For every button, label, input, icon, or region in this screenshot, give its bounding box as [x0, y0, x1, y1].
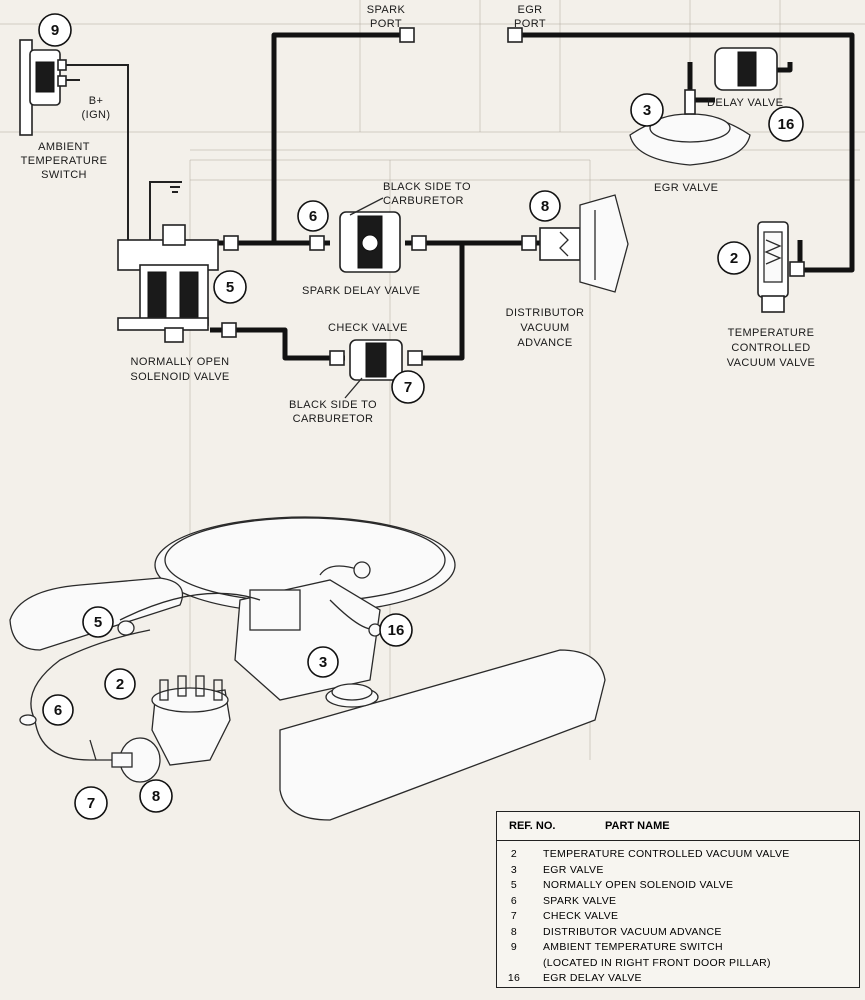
svg-text:VACUUM VALVE: VACUUM VALVE	[727, 357, 816, 369]
engine-callout-3: 3	[307, 646, 339, 678]
label-egr-port: EGR PORT	[514, 4, 546, 30]
label-black-side-bottom: BLACK SIDE TO CARBURETOR	[289, 377, 377, 425]
engine-callout-16: 16	[379, 613, 413, 647]
check-valve	[349, 339, 403, 381]
part-name-header: PART NAME	[605, 820, 670, 832]
hose-connectors	[221, 27, 805, 366]
svg-text:2: 2	[730, 250, 738, 267]
callout-9: 9	[38, 13, 72, 47]
svg-text:TEMPERATURE: TEMPERATURE	[21, 155, 108, 167]
callout-6: 6	[297, 200, 329, 232]
svg-text:6: 6	[309, 208, 317, 225]
svg-text:SPARK: SPARK	[367, 4, 406, 16]
svg-text:7: 7	[87, 795, 95, 812]
parts-table-header: REF. NO. PART NAME	[497, 812, 859, 841]
svg-text:BLACK SIDE TO: BLACK SIDE TO	[289, 399, 377, 411]
label-delay-valve: DELAY VALVE	[707, 97, 783, 109]
svg-text:8: 8	[152, 788, 160, 805]
engine-callout-7: 7	[74, 786, 108, 820]
engine-callout-8: 8	[139, 779, 173, 813]
svg-text:BLACK SIDE TO: BLACK SIDE TO	[383, 181, 471, 193]
ambient-temperature-switch	[19, 39, 67, 136]
svg-text:PORT: PORT	[370, 18, 402, 30]
svg-text:3: 3	[643, 102, 651, 119]
svg-text:8: 8	[541, 198, 549, 215]
svg-text:6: 6	[54, 702, 62, 719]
svg-text:ADVANCE: ADVANCE	[517, 337, 572, 349]
svg-text:PORT: PORT	[514, 18, 546, 30]
svg-text:16: 16	[778, 116, 795, 133]
svg-text:VACUUM: VACUUM	[520, 322, 569, 334]
svg-text:16: 16	[388, 622, 405, 639]
engine-sketch	[9, 516, 606, 821]
label-distributor-advance: DISTRIBUTOR VACUUM ADVANCE	[506, 307, 585, 349]
svg-text:TEMPERATURE: TEMPERATURE	[728, 327, 815, 339]
label-solenoid-valve: NORMALLY OPEN SOLENOID VALVE	[130, 356, 229, 383]
svg-text:(IGN): (IGN)	[82, 109, 111, 121]
svg-text:B+: B+	[89, 95, 104, 107]
engine-callout-5: 5	[82, 606, 114, 638]
svg-text:DISTRIBUTOR: DISTRIBUTOR	[506, 307, 585, 319]
egr-valve	[629, 89, 751, 166]
callout-2: 2	[717, 241, 751, 275]
callout-7: 7	[391, 370, 425, 404]
table-row: (LOCATED IN RIGHT FRONT DOOR PILLAR)	[543, 956, 771, 969]
label-spark-port: SPARK PORT	[367, 4, 406, 30]
engine-callout-6: 6	[42, 694, 74, 726]
svg-text:CARBURETOR: CARBURETOR	[383, 195, 464, 207]
electrical-wiring	[65, 64, 182, 240]
svg-text:EGR: EGR	[517, 4, 542, 16]
svg-text:5: 5	[226, 279, 234, 296]
svg-text:CONTROLLED: CONTROLLED	[731, 342, 810, 354]
svg-text:3: 3	[319, 654, 327, 671]
label-b-plus: B+ (IGN)	[82, 95, 111, 121]
svg-text:SWITCH: SWITCH	[41, 169, 87, 181]
svg-text:SOLENOID VALVE: SOLENOID VALVE	[130, 371, 229, 383]
callout-16: 16	[768, 106, 804, 142]
temperature-controlled-vacuum-valve	[757, 221, 789, 313]
svg-text:CARBURETOR: CARBURETOR	[293, 413, 374, 425]
callout-3: 3	[630, 93, 664, 127]
svg-text:NORMALLY OPEN: NORMALLY OPEN	[131, 356, 230, 368]
svg-text:7: 7	[404, 379, 412, 396]
label-ambient-switch: AMBIENT TEMPERATURE SWITCH	[21, 141, 108, 181]
label-black-side-top: BLACK SIDE TO CARBURETOR	[349, 181, 471, 216]
ref-no-header: REF. NO.	[509, 820, 556, 832]
label-temp-vacuum-valve: TEMPERATURE CONTROLLED VACUUM VALVE	[727, 327, 816, 369]
label-check-valve: CHECK VALVE	[328, 322, 408, 334]
distributor-vacuum-advance	[539, 194, 629, 293]
label-egr-valve: EGR VALVE	[654, 182, 718, 194]
callout-8: 8	[529, 190, 561, 222]
label-spark-delay-valve: SPARK DELAY VALVE	[302, 285, 420, 297]
engine-callout-2: 2	[104, 668, 136, 700]
svg-text:AMBIENT: AMBIENT	[38, 141, 90, 153]
svg-text:5: 5	[94, 614, 102, 631]
egr-delay-valve	[714, 47, 778, 91]
solenoid-valve	[117, 224, 219, 343]
svg-text:9: 9	[51, 22, 59, 39]
svg-text:2: 2	[116, 676, 124, 693]
spark-delay-valve	[339, 211, 401, 273]
callout-5: 5	[213, 270, 247, 304]
